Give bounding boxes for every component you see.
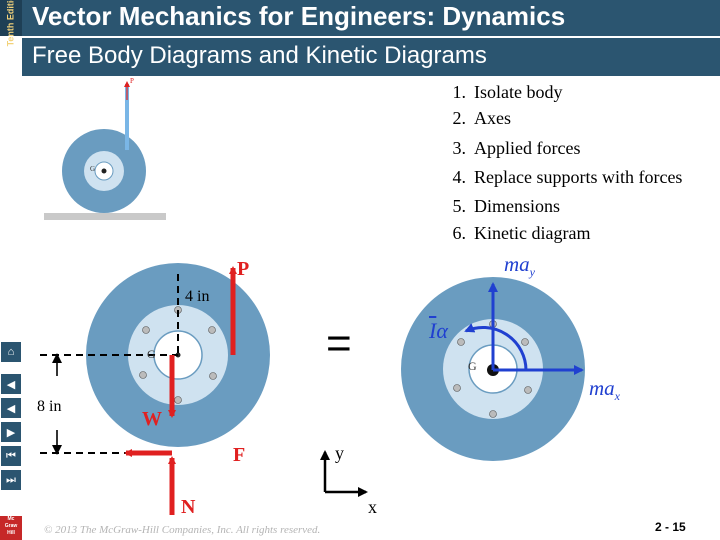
ialpha-arc [464,323,528,371]
coordinate-axes [320,450,368,497]
dim-4in-label: 4 in [185,288,210,305]
next-icon[interactable]: ▶ [1,422,21,442]
back-icon[interactable]: ◀ [1,374,21,394]
dim-8in-label: 8 in [37,398,62,415]
copyright-notice: © 2013 The McGraw-Hill Companies, Inc. A… [44,524,321,536]
subtitle-bar [22,38,720,76]
slide-subtitle: Free Body Diagrams and Kinetic Diagrams [32,42,487,69]
slide-title: Vector Mechanics for Engineers: Dynamics [32,1,566,31]
y-axis-label: y [335,443,344,463]
step-number: 3. [452,138,467,158]
last-icon[interactable]: ⏭ [1,470,21,490]
edition-tag: Tenth Edition [0,0,22,46]
step-text: Isolate body [474,82,563,102]
step-number: 4. [452,167,467,187]
fbd-bolts [139,306,217,404]
normal-label: N [181,496,196,518]
header-bar [0,0,720,36]
thumbnail-force-label: P [130,77,134,85]
friction-label: F [233,444,246,466]
home-icon[interactable]: ⌂ [1,342,21,362]
force-p-label: P [237,258,250,280]
first-icon[interactable]: ⏮ [1,446,21,466]
page-number: 2 - 15 [655,520,686,534]
step-text: Kinetic diagram [474,223,591,243]
thumbnail-center-label: G [90,165,96,173]
weight-label: W [142,408,162,430]
x-axis-label: x [368,497,377,517]
step-number: 2. [452,108,467,128]
thumbnail-center-dot [101,168,107,174]
free-body-diagram [40,263,270,515]
step-text: Replace supports with forces [474,167,683,187]
equals-sign: = [326,319,352,368]
thumbnail-diagram [44,81,166,220]
step-text: Dimensions [474,196,561,216]
step-number: 5. [452,196,467,216]
ground-surface [44,213,166,220]
step-text: Axes [474,108,511,128]
kinetic-diagram [401,277,585,461]
step-text: Applied forces [474,138,581,158]
step-number: 1. [452,82,467,102]
ialpha-label: Iα [429,318,448,343]
kd-center-label: G [468,359,477,373]
ma-y-label: may [504,252,535,280]
previous-icon[interactable]: ◀ [1,398,21,418]
kd-bolts [453,320,532,418]
ma-x-label: max [589,376,620,404]
fbd-center-label: G [147,347,156,361]
step-number: 6. [452,223,467,243]
